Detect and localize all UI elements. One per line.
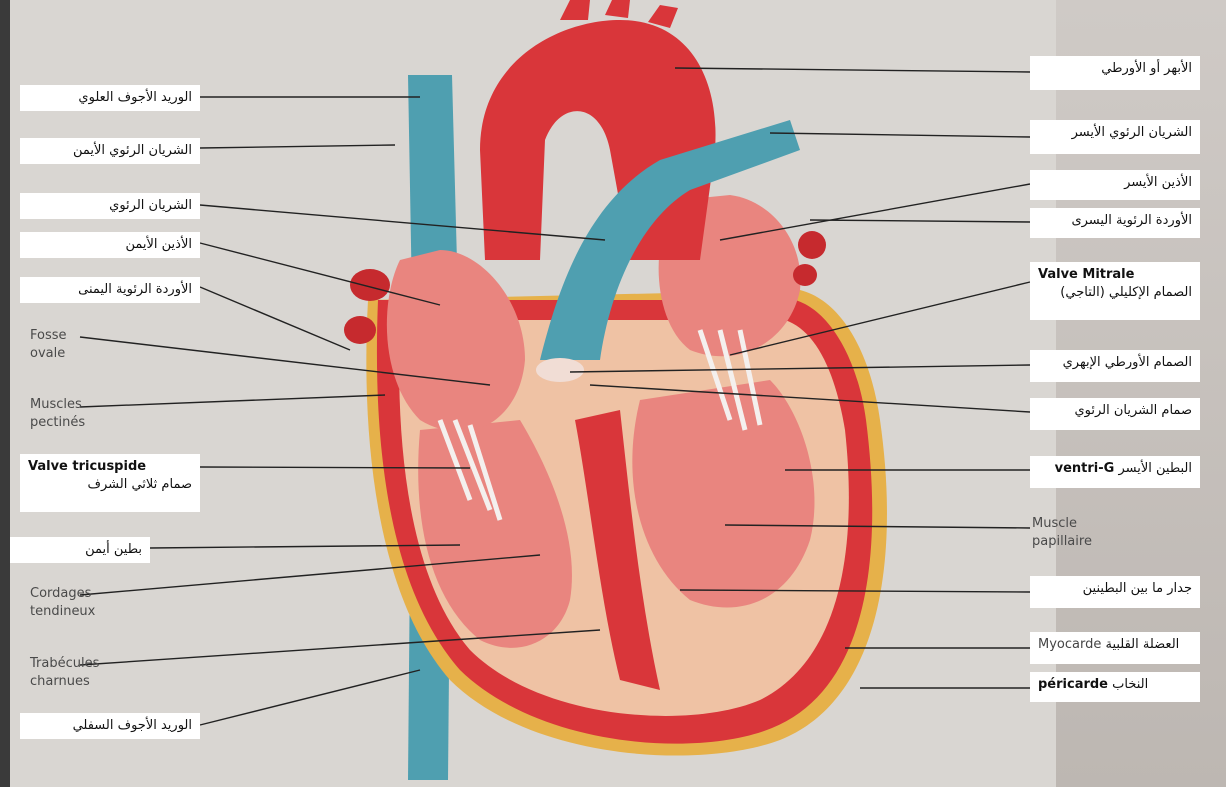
label-text-ar: الصمام الإكليلي (التاجي) — [1038, 284, 1192, 302]
label-line: Cordages — [30, 585, 95, 603]
label-trabecules: Trabécules charnues — [30, 655, 99, 691]
label-text: الأذين الأيمن — [125, 237, 192, 252]
label-right-pulmonary-artery: الشريان الرئوي الأيمن — [20, 138, 200, 164]
right-pulmonary-vein-1 — [350, 269, 390, 301]
label-text: بطين أيمن — [85, 542, 142, 557]
label-text: الوريد الأجوف السفلي — [73, 718, 192, 733]
label-right-ventricle: بطين أيمن — [10, 537, 150, 563]
left-pulmonary-vein-2 — [793, 264, 817, 286]
label-aorta: الأبهر أو الأورطي — [1030, 56, 1200, 90]
label-text: جدار ما بين البطينين — [1083, 581, 1192, 596]
label-text: الشريان الرئوي الأيمن — [73, 143, 192, 158]
label-text-ar: النخاب — [1112, 677, 1148, 692]
label-septum: جدار ما بين البطينين — [1030, 576, 1200, 608]
label-text-fr: Myocarde — [1038, 637, 1101, 652]
aortic-valve-shape — [536, 358, 584, 382]
label-myocardium: Myocarde العضلة القلبية — [1030, 632, 1200, 664]
left-pulmonary-vein-1 — [798, 231, 826, 259]
label-text: صمام الشريان الرئوي — [1074, 403, 1192, 418]
label-mitral-valve: Valve Mitrale الصمام الإكليلي (التاجي) — [1030, 262, 1200, 320]
label-tricuspid-valve: Valve tricuspide صمام ثلاثي الشرف — [20, 454, 200, 512]
label-left-atrium: الأذين الأيسر — [1030, 170, 1200, 200]
label-superior-vena-cava: الوريد الأجوف العلوي — [20, 85, 200, 111]
label-text: الأذين الأيسر — [1124, 175, 1192, 190]
label-line: charnues — [30, 673, 99, 691]
label-text-fr: Valve Mitrale — [1038, 266, 1192, 284]
label-right-atrium: الأذين الأيمن — [20, 232, 200, 258]
label-text-ar: العضلة القلبية — [1105, 637, 1179, 652]
label-text-fr: péricarde — [1038, 677, 1108, 692]
label-pulmonary-artery: الشريان الرئوي — [20, 193, 200, 219]
label-text: الشريان الرئوي — [109, 198, 192, 213]
label-right-pulmonary-veins: الأوردة الرئوية اليمنى — [20, 277, 200, 303]
right-pulmonary-vein-2 — [344, 316, 376, 344]
label-left-pulmonary-artery: الشريان الرئوي الأيسر — [1030, 120, 1200, 154]
label-line: ovale — [30, 345, 67, 363]
label-text: الشريان الرئوي الأيسر — [1072, 125, 1192, 140]
label-text: الأبهر أو الأورطي — [1101, 61, 1192, 76]
label-muscles-pectines: Muscles pectinés — [30, 396, 85, 432]
label-cordages: Cordages tendineux — [30, 585, 95, 621]
label-fosse-ovale: Fosse ovale — [30, 327, 67, 363]
label-pulmonary-valve: صمام الشريان الرئوي — [1030, 398, 1200, 430]
label-text: الأوردة الرئوية اليمنى — [78, 282, 192, 297]
label-text-ar: البطين الأيسر — [1118, 461, 1192, 476]
label-left-pulmonary-veins: الأوردة الرئوية اليسرى — [1030, 208, 1200, 238]
label-muscle-papillaire: Muscle papillaire — [1032, 515, 1092, 551]
label-line: pectinés — [30, 414, 85, 432]
label-line: Muscles — [30, 396, 85, 414]
label-line: Muscle — [1032, 515, 1092, 533]
label-line: tendineux — [30, 603, 95, 621]
label-text-ar: صمام ثلاثي الشرف — [28, 476, 192, 494]
label-line: Fosse — [30, 327, 67, 345]
label-pericardium: péricarde النخاب — [1030, 672, 1200, 702]
label-inferior-vena-cava: الوريد الأجوف السفلي — [20, 713, 200, 739]
label-line: papillaire — [1032, 533, 1092, 551]
label-text-fr: Valve tricuspide — [28, 458, 192, 476]
label-text: الأوردة الرئوية اليسرى — [1071, 213, 1192, 228]
label-left-ventricle: البطين الأيسر ventri-G — [1030, 456, 1200, 488]
label-line: Trabécules — [30, 655, 99, 673]
label-text: الوريد الأجوف العلوي — [78, 90, 192, 105]
label-aortic-valve: الصمام الأورطي الإبهري — [1030, 350, 1200, 382]
label-text: الصمام الأورطي الإبهري — [1063, 355, 1192, 370]
label-text-fr: ventri-G — [1055, 461, 1115, 476]
